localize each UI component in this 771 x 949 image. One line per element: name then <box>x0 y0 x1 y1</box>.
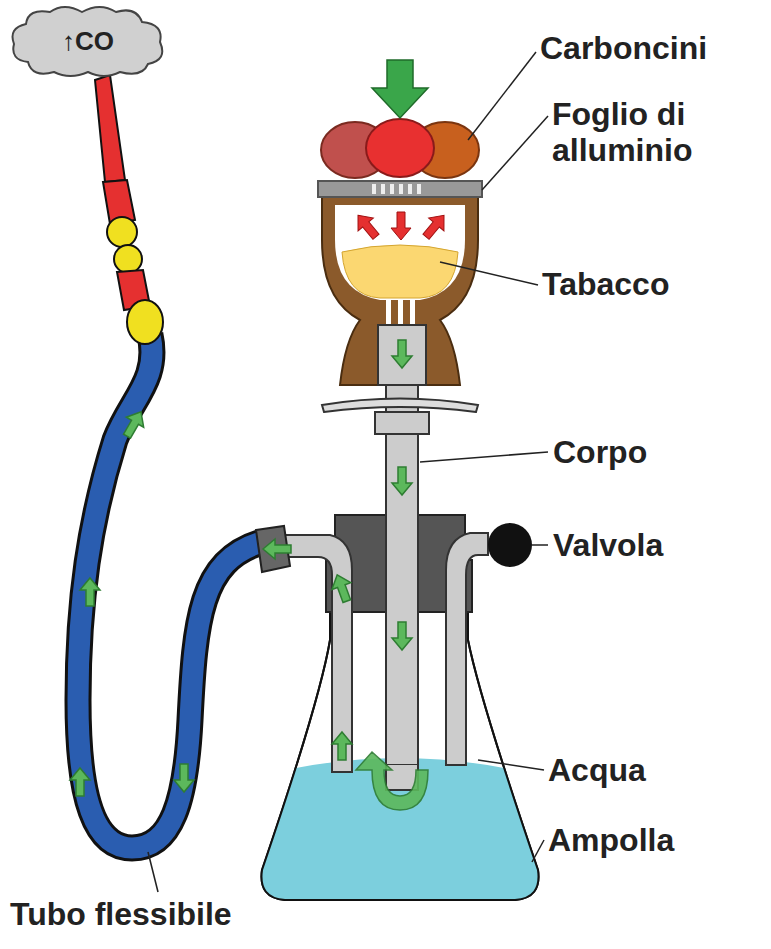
part-label: Acqua <box>548 752 646 788</box>
gas-label: ↑CO <box>62 26 114 57</box>
part-label: Foglio di alluminio <box>552 96 752 168</box>
part-label: Tabacco <box>542 266 669 302</box>
part-label: Ampolla <box>548 822 674 858</box>
part-label: Carboncini <box>540 30 707 66</box>
smoke-cloud: ↑CO <box>8 4 168 78</box>
part-label: Corpo <box>553 434 647 470</box>
part-label: Valvola <box>553 527 663 563</box>
part-label: Tubo flessibile <box>10 896 232 932</box>
